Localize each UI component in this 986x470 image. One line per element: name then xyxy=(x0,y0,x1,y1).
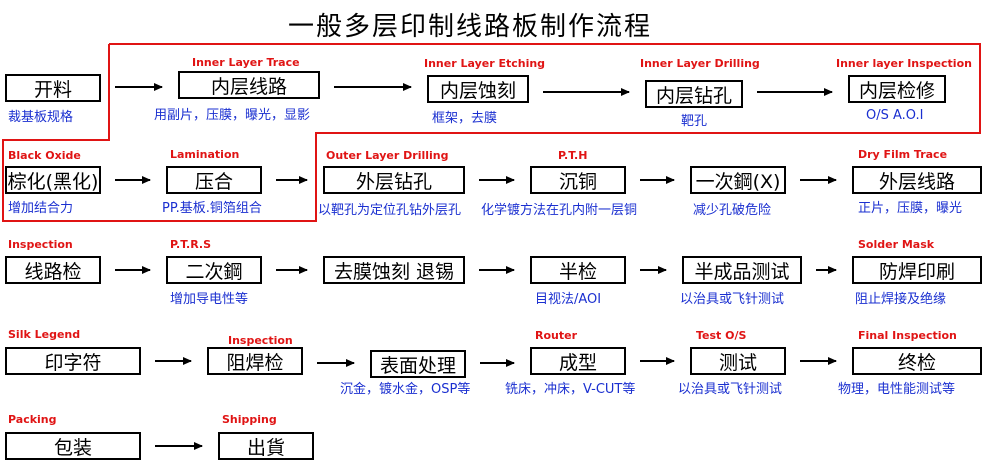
step-note-s4: 靶孔 xyxy=(681,114,708,129)
step-box-s6: 棕化(黑化) xyxy=(5,166,101,194)
inner-layer-outline xyxy=(2,43,981,222)
step-english-label-s17: Solder Mask xyxy=(858,238,935,251)
step-note-s17: 阻止焊接及绝缘 xyxy=(855,292,947,307)
step-english-label-s8: Outer Layer Drilling xyxy=(326,149,449,162)
step-box-s14: 去膜蚀刻 退锡 xyxy=(323,256,465,284)
step-box-s16: 半成品测试 xyxy=(682,256,802,284)
step-box-s25: 出貨 xyxy=(218,432,314,460)
step-box-s8: 外层钻孔 xyxy=(323,166,465,194)
step-english-label-s24: Packing xyxy=(8,413,57,426)
step-english-label-s9: P.T.H xyxy=(558,149,588,162)
step-box-s23: 终检 xyxy=(852,347,982,375)
step-box-s11: 外层线路 xyxy=(852,166,982,194)
step-box-s13: 二次鋼 xyxy=(166,256,262,284)
step-english-label-s23: Final Inspection xyxy=(858,329,957,342)
step-box-s1: 开料 xyxy=(5,74,101,102)
step-box-s22: 测试 xyxy=(690,347,786,375)
step-box-s17: 防焊印刷 xyxy=(852,256,982,284)
step-box-s18: 印字符 xyxy=(5,347,141,375)
step-note-s16: 以治具或飞针测试 xyxy=(680,292,785,307)
step-english-label-s12: Inspection xyxy=(8,238,73,251)
step-note-s7: PP.基板.铜箔组合 xyxy=(162,201,262,216)
step-box-s19: 阻焊检 xyxy=(207,347,303,375)
step-box-s2: 内层线路 xyxy=(178,71,320,99)
step-box-s4: 内层钻孔 xyxy=(645,80,743,108)
step-note-s20: 沉金，镀水金，OSP等 xyxy=(340,382,471,397)
step-english-label-s19: Inspection xyxy=(228,334,293,347)
step-english-label-s25: Shipping xyxy=(222,413,277,426)
step-english-label-s13: P.T.R.S xyxy=(170,238,212,251)
step-note-s15: 目视法/AOI xyxy=(535,292,602,307)
step-box-s12: 线路检 xyxy=(5,256,101,284)
step-note-s11: 正片，压膜，曝光 xyxy=(858,201,963,216)
step-english-label-s5: Inner layer Inspection xyxy=(836,57,972,70)
step-box-s24: 包装 xyxy=(5,432,141,460)
step-english-label-s7: Lamination xyxy=(170,148,240,161)
step-box-s20: 表面处理 xyxy=(370,350,466,378)
step-note-s8: 以靶孔为定位孔钻外层孔 xyxy=(318,203,462,218)
step-box-s10: 一次鋼(X) xyxy=(690,166,786,194)
step-english-label-s22: Test O/S xyxy=(696,329,747,342)
step-box-s3: 内层蚀刻 xyxy=(427,75,529,103)
step-note-s22: 以治具或飞针测试 xyxy=(678,382,783,397)
step-note-s2: 用副片，压膜，曝光，显影 xyxy=(154,108,311,123)
step-english-label-s3: Inner Layer Etching xyxy=(424,57,546,70)
step-english-label-s4: Inner Layer Drilling xyxy=(640,57,760,70)
diagram-title: 一般多层印制线路板制作流程 xyxy=(287,12,652,42)
step-box-s5: 内层检修 xyxy=(848,75,946,103)
step-note-s13: 增加导电性等 xyxy=(170,292,249,307)
step-english-label-s6: Black Oxide xyxy=(8,149,81,162)
step-note-s9: 化学镀方法在孔内附一层铜 xyxy=(481,203,638,218)
step-note-s23: 物理，电性能测试等 xyxy=(838,382,956,397)
step-note-s1: 裁基板规格 xyxy=(8,110,74,125)
step-english-label-s21: Router xyxy=(535,329,578,342)
flow-arrows xyxy=(115,83,837,450)
step-note-s21: 铣床，冲床，V-CUT等 xyxy=(505,382,636,397)
step-box-s21: 成型 xyxy=(530,347,626,375)
step-box-s15: 半检 xyxy=(530,256,626,284)
step-box-s7: 压合 xyxy=(166,166,262,194)
step-box-s9: 沉铜 xyxy=(530,166,626,194)
step-english-label-s18: Silk Legend xyxy=(8,328,81,341)
step-note-s3: 框架，去膜 xyxy=(432,111,498,126)
step-note-s6: 增加结合力 xyxy=(8,201,74,216)
step-english-label-s11: Dry Film Trace xyxy=(858,148,948,161)
step-note-s5: O/S A.O.I xyxy=(866,108,924,123)
step-note-s10: 减少孔破危险 xyxy=(693,203,772,218)
step-english-label-s2: Inner Layer Trace xyxy=(192,56,300,69)
